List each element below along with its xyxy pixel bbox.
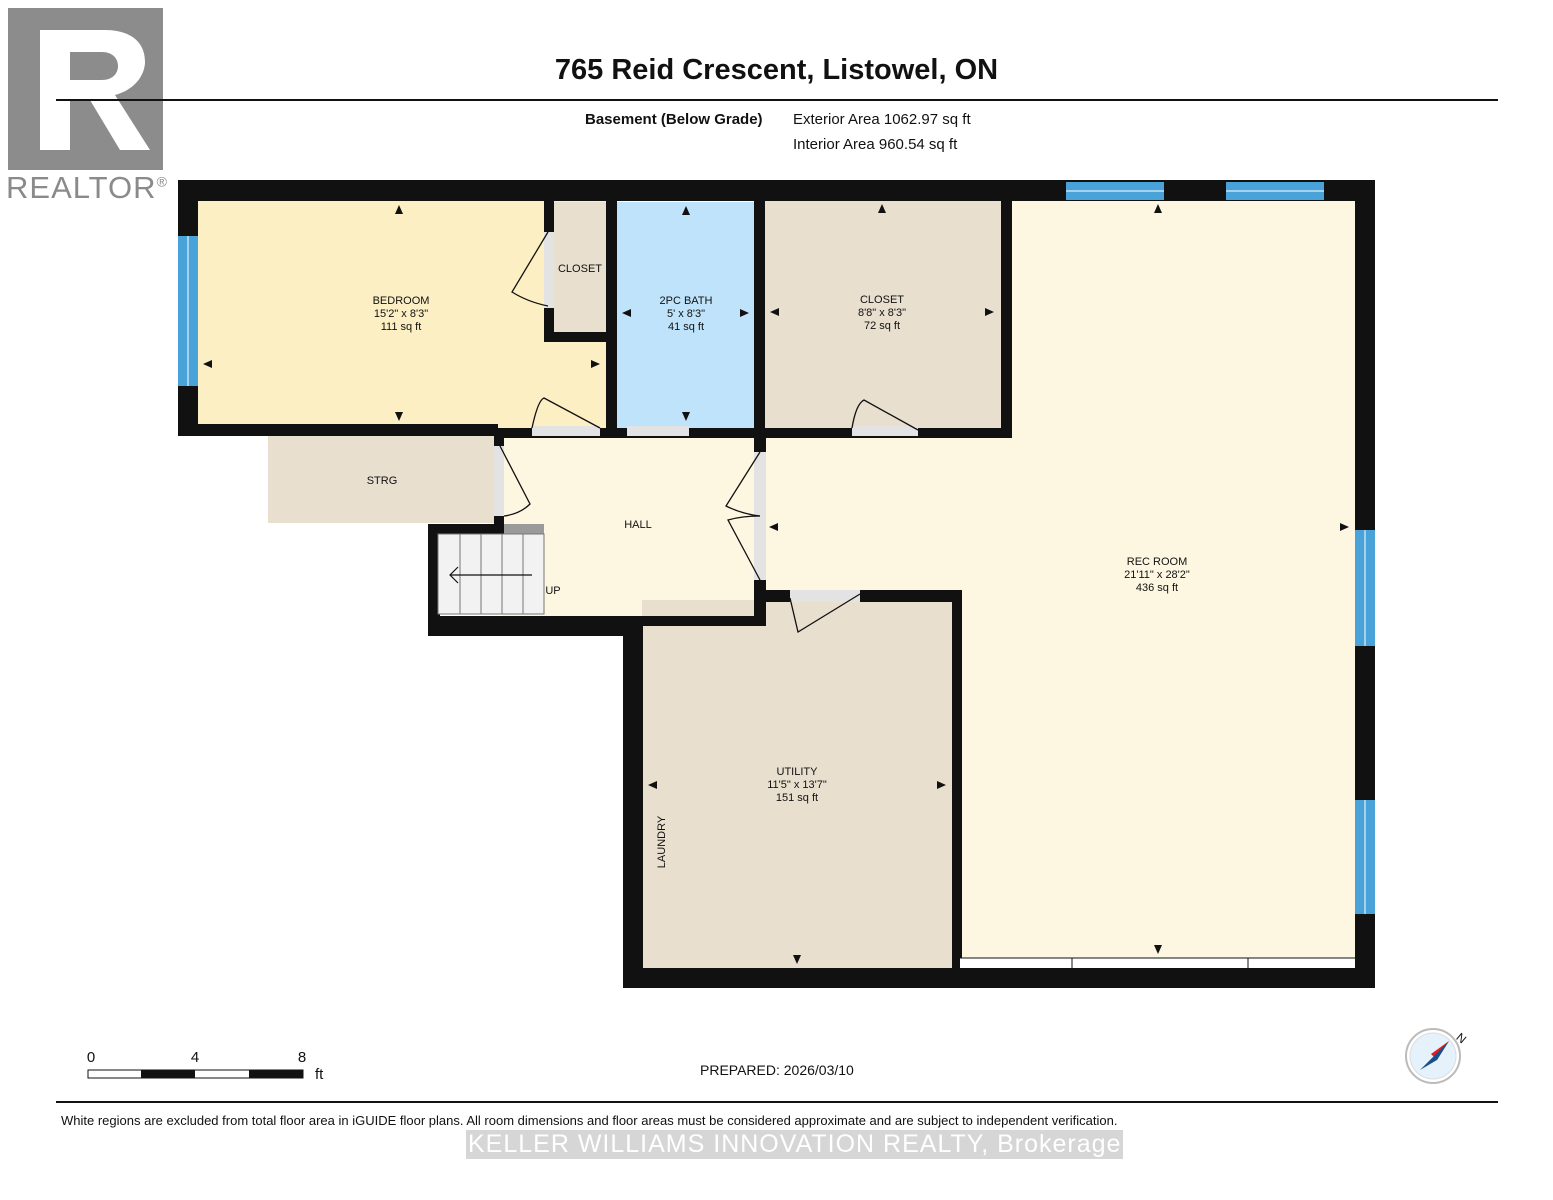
closet-dims: 8'8" x 8'3"	[858, 307, 906, 319]
room-fill-bed-closet	[554, 202, 606, 332]
bath-area: 41 sq ft	[668, 321, 704, 333]
scale-bar: 0 4 8 ft	[87, 1049, 324, 1083]
footer-divider	[56, 1101, 1498, 1103]
rec-dims: 21'11" x 28'2"	[1124, 569, 1190, 581]
exterior-area: Exterior Area 1062.97 sq ft	[793, 111, 971, 128]
scale-tick-4: 4	[191, 1049, 199, 1066]
room-labels: BEDROOM 15'2" x 8'3" 111 sq ft CLOSET 2P…	[367, 263, 1190, 868]
scale-unit: ft	[315, 1066, 324, 1083]
compass-icon: N	[1405, 1028, 1469, 1084]
strg-name: STRG	[367, 475, 398, 487]
room-fill-utility	[642, 600, 952, 968]
closet-name: CLOSET	[860, 294, 904, 306]
room-fill-strg	[268, 436, 498, 523]
interior-area: Interior Area 960.54 sq ft	[793, 136, 958, 153]
utility-name: UTILITY	[777, 766, 819, 778]
bath-name: 2PC BATH	[660, 295, 713, 307]
stairs-arrow-icon	[449, 566, 532, 584]
realtor-logo: REALTOR®	[0, 0, 185, 215]
closet-area: 72 sq ft	[864, 320, 900, 332]
door-swings	[499, 231, 919, 634]
window-sashes	[187, 190, 1366, 914]
stairs-icon	[437, 533, 545, 615]
rec-area: 436 sq ft	[1136, 582, 1178, 594]
room-fill-rec-bottom	[960, 590, 1355, 960]
prepared-date: PREPARED: 2026/03/10	[700, 1062, 854, 1078]
rec-name: REC ROOM	[1127, 556, 1188, 568]
disclaimer-text: White regions are excluded from total fl…	[61, 1113, 1118, 1128]
level-label: Basement (Below Grade)	[585, 111, 763, 128]
bed-closet-name: CLOSET	[558, 263, 602, 275]
scale-tick-8: 8	[298, 1049, 306, 1066]
door-openings	[494, 232, 918, 602]
dimension-arrows	[203, 204, 1349, 964]
scale-tick-0: 0	[87, 1049, 95, 1066]
room-fill-rec-lower	[754, 438, 1354, 592]
brokerage-watermark: KELLER WILLIAMS INNOVATION REALTY, Broke…	[466, 1130, 1124, 1159]
bedroom-area: 111 sq ft	[381, 321, 422, 333]
hall-name: HALL	[624, 519, 652, 531]
bath-dims: 5' x 8'3"	[667, 308, 705, 320]
bedroom-name: BEDROOM	[373, 295, 430, 307]
header-divider	[56, 99, 1498, 101]
bedroom-dims: 15'2" x 8'3"	[374, 308, 428, 320]
realtor-logo-mark-icon	[8, 8, 163, 170]
page-title: 765 Reid Crescent, Listowel, ON	[554, 54, 999, 86]
rec-bottom-partition	[960, 957, 1355, 968]
laundry-label: LAUNDRY	[656, 815, 668, 868]
stairs-label: UP	[545, 585, 560, 597]
realtor-logo-text: REALTOR®	[6, 170, 168, 205]
room-fill-closet	[765, 200, 1001, 428]
utility-area: 151 sq ft	[776, 792, 818, 804]
utility-dims: 11'5" x 13'7"	[767, 779, 827, 791]
room-fill-bedroom	[198, 200, 606, 428]
room-fill-bath	[617, 202, 754, 428]
